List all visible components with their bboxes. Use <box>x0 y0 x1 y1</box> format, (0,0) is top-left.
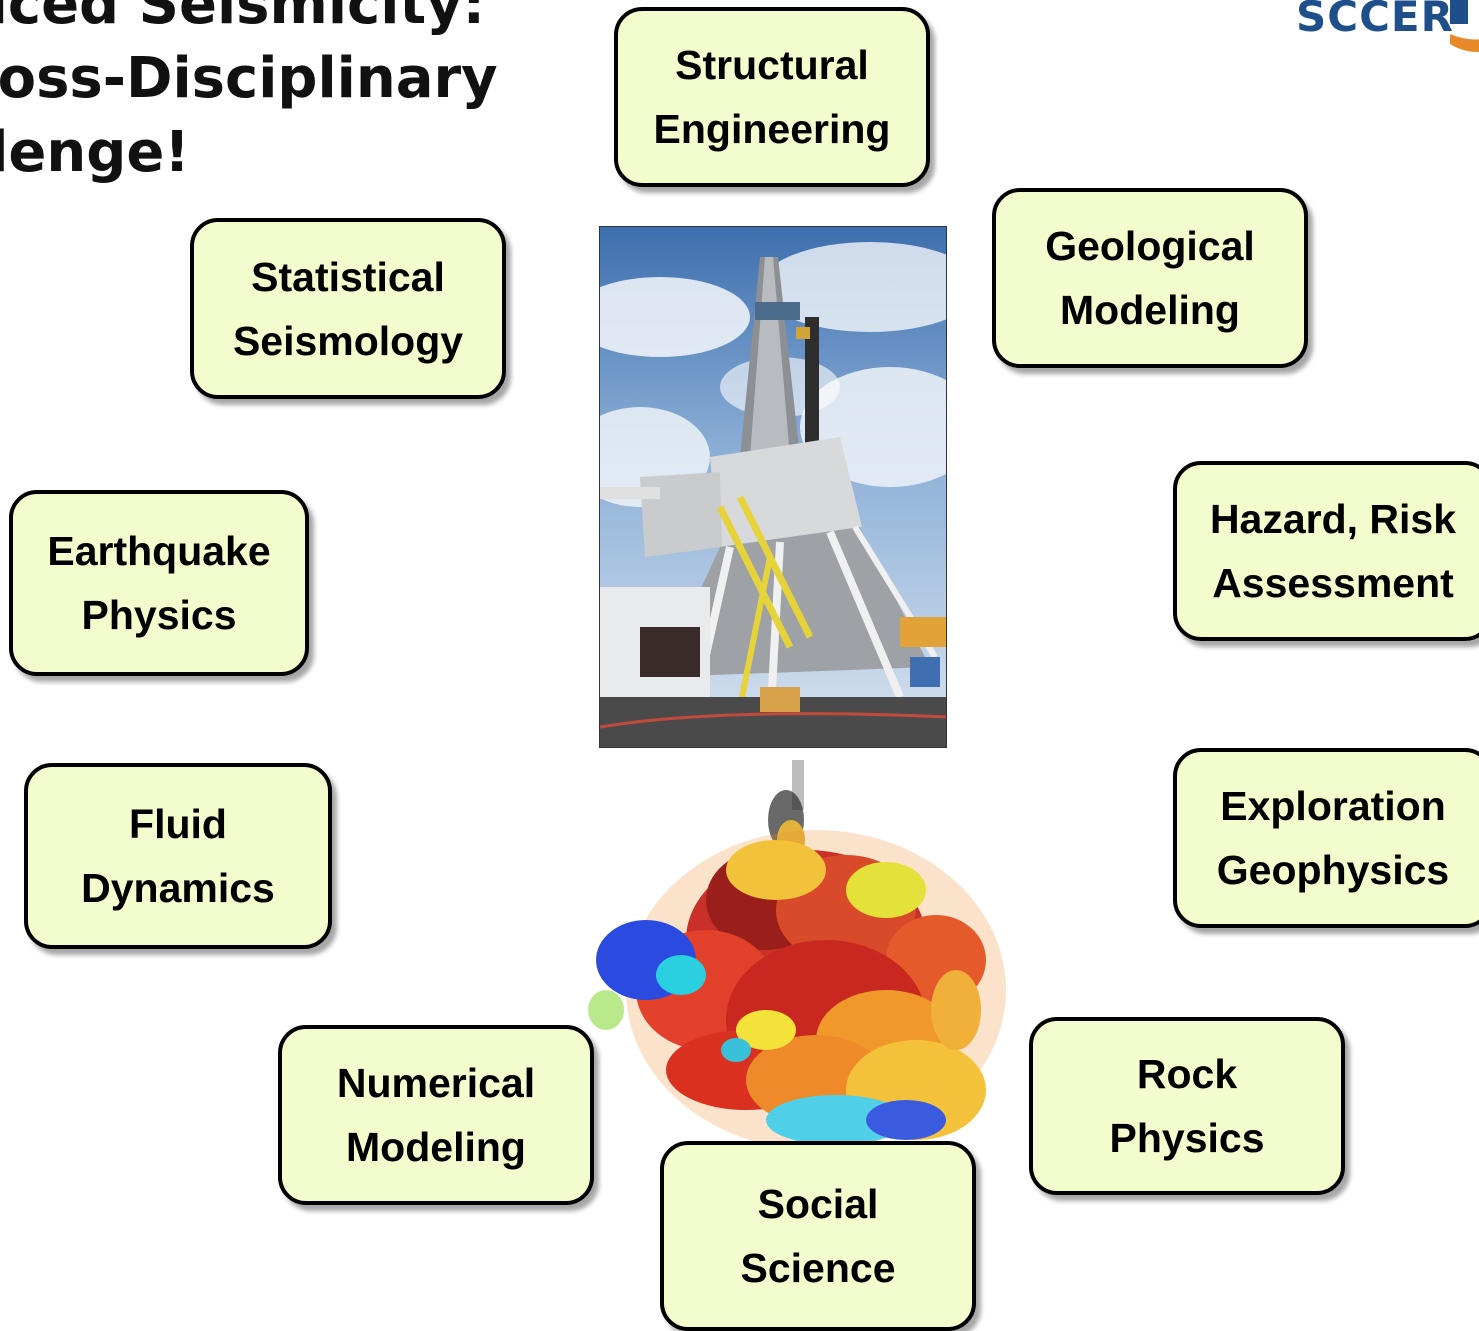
box-geological-modeling: Geological Modeling <box>992 188 1308 368</box>
box-statistical-seismology: Statistical Seismology <box>190 218 506 399</box>
box-label-line1: Numerical <box>336 1060 536 1106</box>
box-label-line1: Rock <box>1136 1051 1238 1097</box>
box-label-line1: Structural <box>675 42 869 88</box>
logo-mark-icon <box>1450 0 1479 52</box>
box-exploration-geophysics: Exploration Geophysics <box>1173 748 1479 928</box>
box-earthquake-physics: Earthquake Physics <box>9 490 309 676</box>
box-label-line2: Geophysics <box>1216 847 1450 893</box>
box-label-line1: Fluid <box>129 801 227 847</box>
box-label-line2: Assessment <box>1212 560 1454 606</box>
box-label-line2: Engineering <box>653 106 891 152</box>
box-label-line1: Hazard, Risk <box>1209 496 1457 542</box>
logo-text: SCCER <box>1296 0 1454 41</box>
slide-title: uced Seismicity: ross-Disciplinary lleng… <box>0 0 498 190</box>
box-label-line2: Physics <box>1109 1115 1265 1161</box>
box-label-line1: Earthquake <box>47 528 271 574</box>
box-structural-engineering: Structural Engineering <box>614 7 930 187</box>
box-hazard-risk-assessment: Hazard, Risk Assessment <box>1173 461 1479 641</box>
box-label-line1: Exploration <box>1220 783 1446 829</box>
drilling-rig-photo <box>599 226 947 748</box>
sccer-logo: SCCER <box>1290 0 1479 62</box>
title-line-2: ross-Disciplinary <box>0 46 498 111</box>
box-numerical-modeling: Numerical Modeling <box>278 1025 594 1205</box>
title-line-1: uced Seismicity: <box>0 0 486 37</box>
box-rock-physics: Rock Physics <box>1029 1017 1345 1195</box>
box-label-line2: Dynamics <box>81 865 275 911</box>
seismicity-cloud-image <box>586 760 1046 1200</box>
box-label-line2: Modeling <box>346 1124 526 1170</box>
box-social-science: Social Science <box>660 1141 976 1331</box>
box-label-line1: Statistical <box>251 253 445 300</box>
box-label-line2: Seismology <box>232 317 464 364</box>
box-fluid-dynamics: Fluid Dynamics <box>24 763 332 949</box>
box-label-line2: Science <box>740 1245 896 1291</box>
title-line-3: llenge! <box>0 120 190 185</box>
box-label-line2: Modeling <box>1060 287 1240 333</box>
box-label-line1: Geological <box>1045 223 1255 269</box>
box-label-line1: Social <box>757 1181 879 1227</box>
box-label-line2: Physics <box>81 592 237 638</box>
